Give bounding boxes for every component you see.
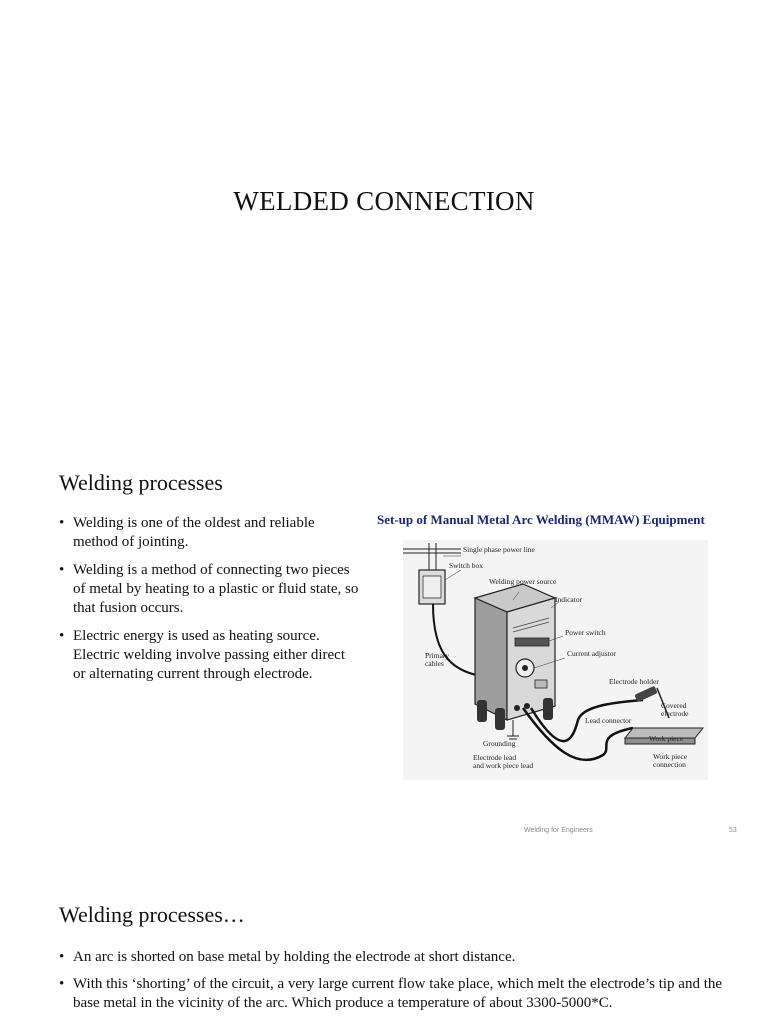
title-slide: WELDED CONNECTION [0,0,768,440]
welding-processes-continued-slide: Welding processes… An arc is shorted on … [0,860,768,1024]
bullet-item: Welding is one of the oldest and reliabl… [59,514,359,552]
diagram-label: Grounding [483,739,516,748]
diagram-label: Covered electrode [661,701,689,718]
welding-processes-slide: Welding processes Welding is one of the … [0,440,768,860]
bullet-list: An arc is shorted on base metal by holdi… [59,948,739,1021]
diagram-label: Lead connector [585,716,632,725]
diagram-label: Primary cables [425,651,450,668]
diagram-label: Power switch [565,628,606,637]
mmaw-diagram-drawing [403,540,708,780]
diagram-label: Electrode lead and work piece lead [473,753,534,770]
diagram-label: Single phase power line [463,545,535,554]
mmaw-equipment-diagram: Single phase power line Switch box Weldi… [403,540,708,780]
diagram-label: Welding power source [489,577,557,586]
diagram-label: Indicator [555,595,583,604]
diagram-label: Electrode holder [609,677,659,686]
diagram-label: Work piece [649,734,684,743]
bullet-item: With this ‘shorting’ of the circuit, a v… [59,975,739,1013]
page-number: 53 [729,827,737,834]
bullet-item: Welding is a method of connecting two pi… [59,561,359,618]
bullet-item: Electric energy is used as heating sourc… [59,627,359,684]
diagram-label: Work piece connection [653,752,688,769]
slide-heading: Welding processes [59,470,223,495]
slide-footer: Welding for Engineers [524,827,593,834]
diagram-caption: Set-up of Manual Metal Arc Welding (MMAW… [377,512,705,527]
bullet-item: An arc is shorted on base metal by holdi… [59,948,739,967]
slide-heading: Welding processes… [59,902,245,927]
page-title: WELDED CONNECTION [233,186,535,216]
diagram-label: Switch box [449,561,483,570]
diagram-label: Current adjustor [567,649,616,658]
bullet-list: Welding is one of the oldest and reliabl… [59,514,359,693]
